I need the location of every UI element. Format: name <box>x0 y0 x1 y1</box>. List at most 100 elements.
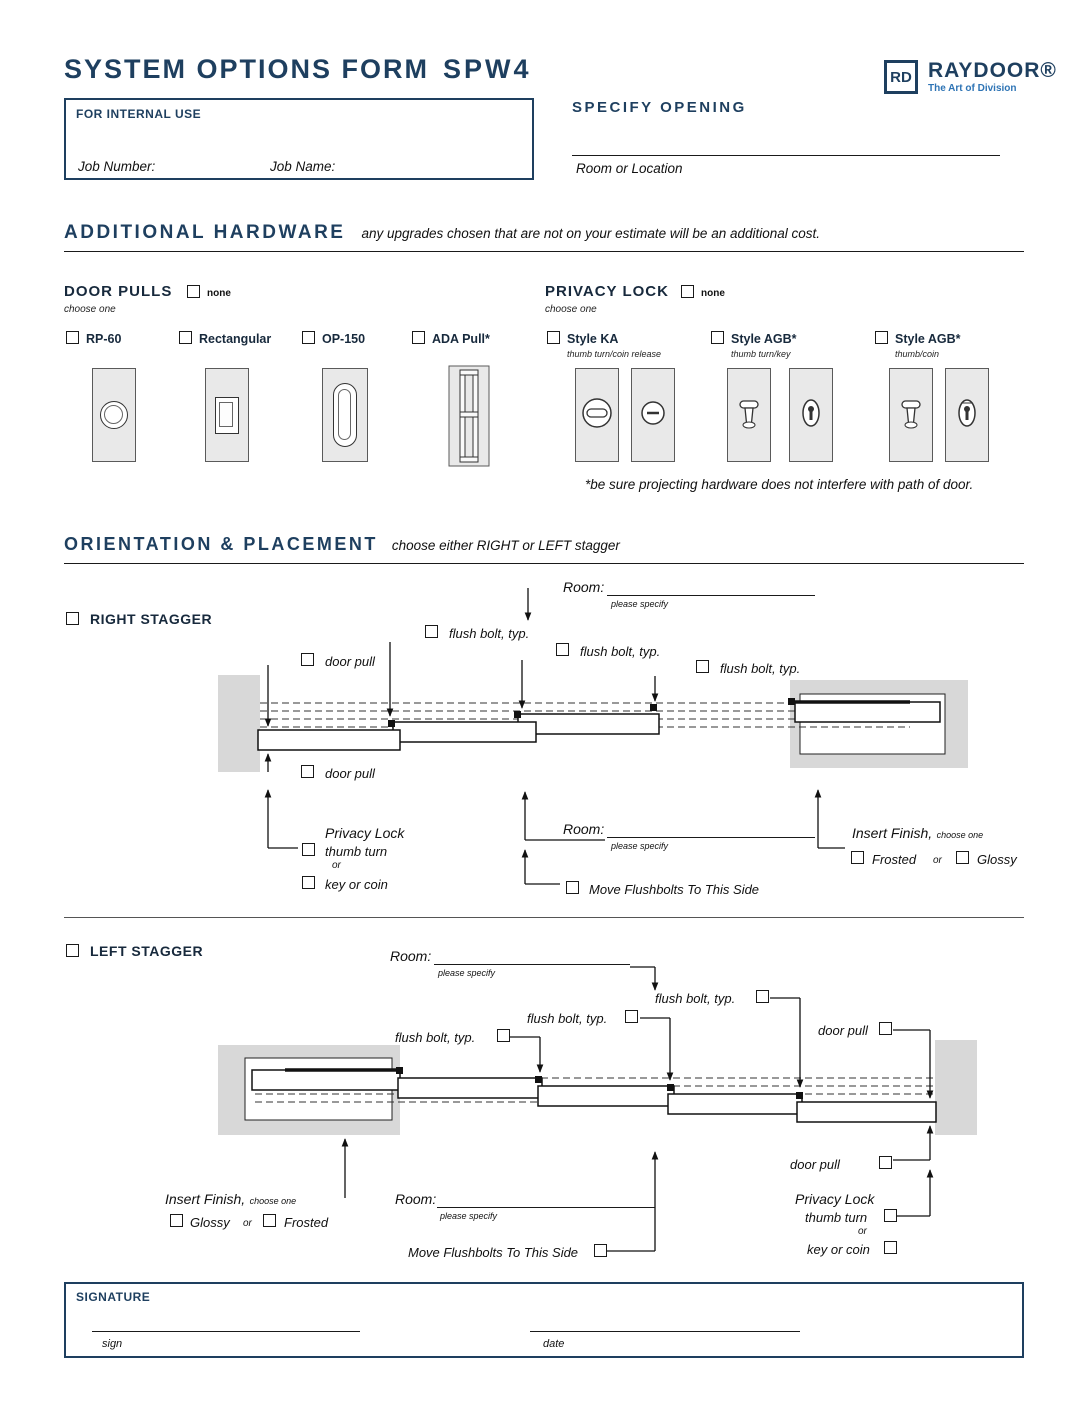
door-pulls-choose-label: choose one <box>64 304 116 315</box>
rs-finish-or-label: or <box>933 855 942 866</box>
rs-flush-bolt-3-checkbox[interactable] <box>696 660 709 673</box>
rp-60-label: RP-60 <box>86 332 122 346</box>
ls-key-coin-checkbox[interactable] <box>884 1241 897 1254</box>
rs-room-label-bottom: Room: <box>563 821 605 837</box>
rs-move-flushbolts-checkbox[interactable] <box>566 881 579 894</box>
door-pulls-none-checkbox[interactable] <box>187 285 200 298</box>
rs-room-line-top[interactable] <box>607 582 815 596</box>
rect-pull-icon <box>215 397 239 434</box>
rs-door-pull-1-label: door pull <box>325 654 375 669</box>
ls-glossy-checkbox[interactable] <box>170 1214 183 1227</box>
ls-panels <box>251 1069 937 1123</box>
coin-release-icon <box>641 401 665 425</box>
signature-box <box>64 1282 1024 1358</box>
job-number-label: Job Number: <box>78 159 156 174</box>
signature-sign-line[interactable] <box>92 1318 360 1332</box>
door-pulls-none-label: none <box>207 288 231 299</box>
rs-key-coin-label: key or coin <box>325 877 388 892</box>
rs-arrows <box>264 588 845 885</box>
checkbox-style-ka[interactable] <box>547 331 560 344</box>
ada-pull-label: ADA Pull* <box>432 332 490 346</box>
raydoor-logo-icon: RD <box>884 60 918 94</box>
checkbox-rp-60[interactable] <box>66 331 79 344</box>
additional-hardware-header: ADDITIONAL HARDWARE any upgrades chosen … <box>64 222 820 244</box>
signature-date-line[interactable] <box>530 1318 800 1332</box>
style-ka-sublabel: thumb turn/coin release <box>567 349 662 359</box>
ladder-pull-icon <box>448 365 490 467</box>
signature-heading: SIGNATURE <box>76 1290 151 1304</box>
ls-privacy-lock-title: Privacy Lock <box>795 1191 875 1207</box>
rs-flush-bolt-1-checkbox[interactable] <box>425 625 438 638</box>
checkbox-rectangular[interactable] <box>179 331 192 344</box>
rs-privacy-lock-title: Privacy Lock <box>325 825 405 841</box>
checkbox-right-stagger[interactable] <box>66 612 79 625</box>
ls-please-specify-top: please specify <box>438 968 496 978</box>
ls-door-pull-1-checkbox[interactable] <box>879 1022 892 1035</box>
left-stagger-diagram <box>218 966 977 1252</box>
ls-flush-bolt-2-checkbox[interactable] <box>625 1010 638 1023</box>
rs-door-pull-2-label: door pull <box>325 766 375 781</box>
raydoor-tagline: The Art of Division <box>928 83 1017 94</box>
style-agb-key-illustration-2 <box>789 368 833 462</box>
rectangular-illustration <box>205 368 249 462</box>
checkbox-ada-pull[interactable] <box>412 331 425 344</box>
room-or-location-line[interactable] <box>572 142 1000 156</box>
rs-insert-finish-choose: choose one <box>936 830 984 840</box>
style-agb-coin-illustration <box>889 368 933 462</box>
rs-door-pull-1-checkbox[interactable] <box>301 653 314 666</box>
ls-insert-finish-label: Insert Finish, <box>165 1191 246 1207</box>
additional-hardware-note: any upgrades chosen that are not on your… <box>361 226 821 241</box>
ls-thumb-turn-label: thumb turn <box>805 1210 868 1225</box>
ls-thumb-turn-checkbox[interactable] <box>884 1209 897 1222</box>
oval-pull-icon <box>333 383 357 447</box>
rs-flush-bolt-2-checkbox[interactable] <box>556 643 569 656</box>
ls-finish-or-label: or <box>243 1218 252 1229</box>
coin-cylinder-icon <box>958 399 976 427</box>
additional-hardware-heading: ADDITIONAL HARDWARE <box>64 222 346 243</box>
style-agb-coin-sublabel: thumb/coin <box>895 349 940 359</box>
ls-door-pull-1-label: door pull <box>818 1023 868 1038</box>
ls-insert-finish-choose: choose one <box>249 1196 297 1206</box>
ls-flush-bolt-1-checkbox[interactable] <box>756 990 769 1003</box>
ls-move-flushbolts-checkbox[interactable] <box>594 1244 607 1257</box>
ls-room-line-top[interactable] <box>434 951 630 965</box>
rs-frosted-checkbox[interactable] <box>851 851 864 864</box>
privacy-lock-heading: PRIVACY LOCK <box>545 283 669 300</box>
circle-pull-icon <box>100 401 128 429</box>
rs-privacy-or-label: or <box>332 860 341 871</box>
ls-door-pull-2-checkbox[interactable] <box>879 1156 892 1169</box>
style-ka-illustration-2 <box>631 368 675 462</box>
rs-key-coin-checkbox[interactable] <box>302 876 315 889</box>
checkbox-style-agb-coin[interactable] <box>875 331 888 344</box>
orientation-header: ORIENTATION & PLACEMENT choose either RI… <box>64 534 620 555</box>
signature-date-label: date <box>543 1338 565 1350</box>
rs-room-label-top: Room: <box>563 579 605 595</box>
style-agb-key-sublabel: thumb turn/key <box>731 349 791 359</box>
checkbox-left-stagger[interactable] <box>66 944 79 957</box>
rs-thumb-turn-checkbox[interactable] <box>302 843 315 856</box>
raydoor-brand: RAYDOOR® <box>928 59 1057 82</box>
ls-right-wall <box>935 1040 977 1135</box>
rs-room-line-bottom[interactable] <box>607 824 815 838</box>
ls-flush-bolt-3-checkbox[interactable] <box>497 1029 510 1042</box>
privacy-lock-none-checkbox[interactable] <box>681 285 694 298</box>
style-agb-key-label: Style AGB* <box>731 332 797 346</box>
ls-frosted-label: Frosted <box>284 1215 329 1230</box>
style-agb-coin-label: Style AGB* <box>895 332 961 346</box>
rs-thumb-turn-label: thumb turn <box>325 844 388 859</box>
room-or-location-label: Room or Location <box>576 161 683 176</box>
rs-left-wall <box>218 675 260 772</box>
rs-glossy-checkbox[interactable] <box>956 851 969 864</box>
ls-room-line-bottom[interactable] <box>437 1194 655 1208</box>
ls-door-pull-2-label: door pull <box>790 1157 840 1172</box>
checkbox-style-agb-key[interactable] <box>711 331 724 344</box>
specify-opening-heading: SPECIFY OPENING <box>572 99 747 116</box>
rs-door-pull-2-checkbox[interactable] <box>301 765 314 778</box>
ls-frosted-checkbox[interactable] <box>263 1214 276 1227</box>
internal-use-heading: FOR INTERNAL USE <box>76 107 202 121</box>
rs-move-flushbolts-label: Move Flushbolts To This Side <box>589 882 760 897</box>
agb-thumb-icon <box>901 400 921 429</box>
checkbox-op-150[interactable] <box>302 331 315 344</box>
